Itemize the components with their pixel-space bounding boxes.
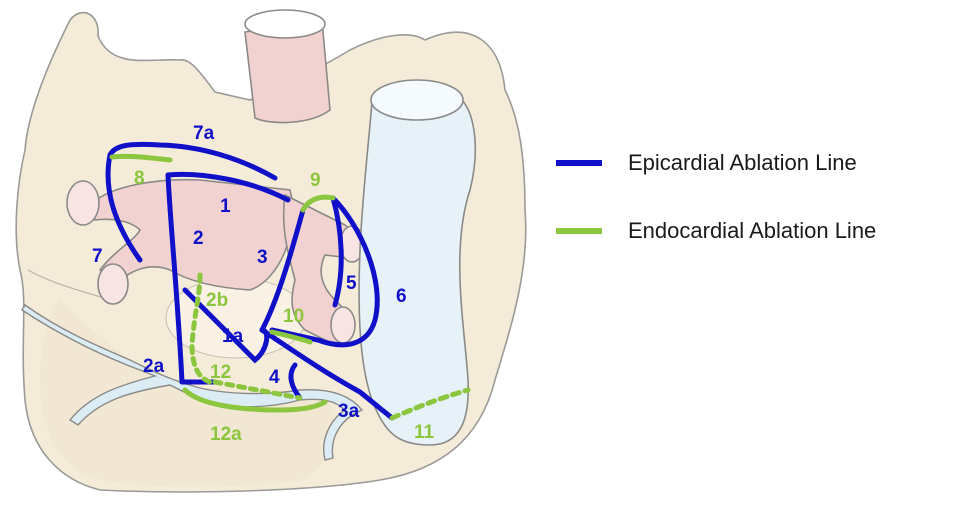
label-2: 2 — [193, 228, 204, 249]
label-2a: 2a — [143, 356, 165, 377]
lspv-opening — [67, 181, 99, 225]
label-4: 4 — [269, 367, 280, 388]
label-12a: 12a — [210, 424, 242, 445]
lipv-opening — [98, 264, 128, 304]
label-2b: 2b — [206, 290, 228, 311]
legend-endocardial-label: Endocardial Ablation Line — [628, 218, 876, 244]
label-9: 9 — [310, 170, 321, 191]
label-1: 1 — [220, 196, 231, 217]
label-10: 10 — [283, 306, 304, 327]
label-12: 12 — [210, 362, 231, 383]
label-11: 11 — [414, 422, 435, 443]
epicardial-swatch — [556, 160, 602, 166]
label-8: 8 — [134, 168, 145, 189]
label-3: 3 — [257, 247, 268, 268]
aorta-opening — [245, 10, 325, 38]
vena-cava-opening — [371, 80, 463, 120]
label-6: 6 — [396, 286, 407, 307]
label-7: 7 — [92, 246, 103, 267]
label-3a: 3a — [338, 401, 360, 422]
label-7a: 7a — [193, 123, 215, 144]
ripv-opening — [331, 307, 355, 343]
legend-item-endocardial: Endocardial Ablation Line — [556, 216, 876, 246]
label-1a: 1a — [222, 326, 244, 347]
legend-item-epicardial: Epicardial Ablation Line — [556, 148, 857, 178]
label-5: 5 — [346, 273, 357, 294]
legend-epicardial-label: Epicardial Ablation Line — [628, 150, 857, 176]
endocardial-swatch — [556, 228, 602, 234]
